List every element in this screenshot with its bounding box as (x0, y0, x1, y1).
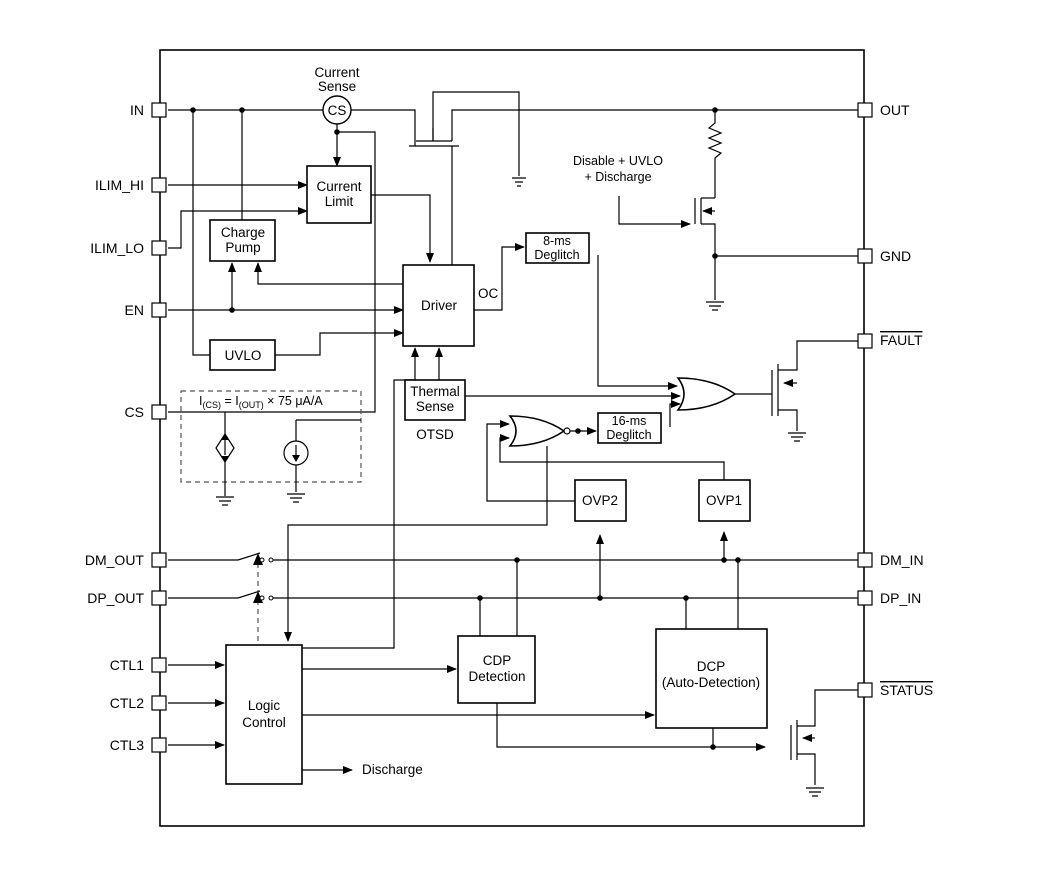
current-limit-label-2: Limit (325, 194, 354, 209)
pin-dm-in-label: DM_IN (880, 552, 924, 568)
deglitch-8ms-label-2: Deglitch (534, 248, 579, 262)
pin-ilim-lo-label: ILIM_LO (90, 240, 144, 256)
dcp-label-2: (Auto-Detection) (662, 675, 760, 690)
right-pins (857, 102, 873, 698)
pin-gnd-label: GND (880, 248, 911, 264)
wiring (168, 91, 860, 797)
deglitch-8ms-label-1: 8-ms (543, 234, 571, 248)
left-pins (151, 102, 167, 753)
pin-en-label: EN (125, 302, 144, 318)
pin-dp-in-label: DP_IN (880, 590, 921, 606)
ovp2-label: OVP2 (582, 493, 618, 508)
current-sense-circle-label: CS (328, 103, 347, 118)
cs-current-source-region (180, 390, 362, 506)
junction-dots (190, 107, 741, 750)
pin-cs-label: CS (125, 404, 144, 420)
pin-in-label: IN (130, 102, 144, 118)
oc-label: OC (478, 286, 499, 301)
chip-outline (159, 49, 865, 827)
deglitch-16ms-label-1: 16-ms (612, 414, 647, 428)
dcp-label-1: DCP (697, 659, 726, 674)
otsd-label: OTSD (416, 427, 454, 442)
pin-ctl3-label: CTL3 (110, 737, 144, 753)
driver-block (402, 264, 475, 347)
current-limit-block (306, 165, 372, 224)
deglitch-8ms-block (525, 232, 590, 264)
pin-fault-label: FAULT (880, 332, 923, 348)
current-limit-label-1: Current (316, 179, 361, 194)
disable-uvlo-label-1: Disable + UVLO (573, 154, 663, 168)
pin-dm-out-label: DM_OUT (85, 552, 145, 568)
discharge-label: Discharge (362, 762, 423, 777)
thermal-sense-label-2: Sense (416, 399, 454, 414)
cdp-detection-block (457, 635, 536, 704)
pin-out-label: OUT (880, 102, 910, 118)
charge-pump-label-2: Pump (225, 240, 260, 255)
current-sense-label-1: Current (314, 65, 359, 80)
thermal-sense-block (404, 379, 466, 421)
pin-ctl1-label: CTL1 (110, 657, 144, 673)
pin-dp-out-label: DP_OUT (87, 590, 144, 606)
current-sense-circle (322, 95, 352, 125)
cs-formula: I(CS) = I(OUT) × 75 μA/A (199, 394, 323, 410)
logic-control-label-2: Control (242, 715, 286, 730)
logic-control-block (225, 644, 303, 785)
ovp2-block (574, 479, 627, 522)
pin-ilim-hi-label: ILIM_HI (95, 177, 144, 193)
pin-status-label: STATUS (880, 682, 933, 698)
disable-uvlo-label-2: + Discharge (584, 170, 651, 184)
current-sense-label-2: Sense (318, 79, 356, 94)
thermal-sense-label-1: Thermal (410, 384, 460, 399)
charge-pump-block (209, 219, 276, 262)
ovp1-label: OVP1 (706, 493, 742, 508)
or-gate-fault (676, 377, 737, 411)
or-gate-ovp (508, 415, 571, 447)
pin-ctl2-label: CTL2 (110, 695, 144, 711)
driver-label: Driver (421, 298, 458, 313)
dcp-block (655, 628, 768, 729)
deglitch-16ms-label-2: Deglitch (606, 428, 651, 442)
charge-pump-label-1: Charge (221, 225, 265, 240)
deglitch-16ms-block (597, 412, 662, 444)
logic-control-label-1: Logic (248, 698, 281, 713)
ovp1-block (698, 479, 751, 522)
cdp-detection-label-1: CDP (483, 653, 512, 668)
uvlo-block (209, 339, 276, 371)
uvlo-label: UVLO (225, 348, 262, 363)
cdp-detection-label-2: Detection (468, 669, 525, 684)
